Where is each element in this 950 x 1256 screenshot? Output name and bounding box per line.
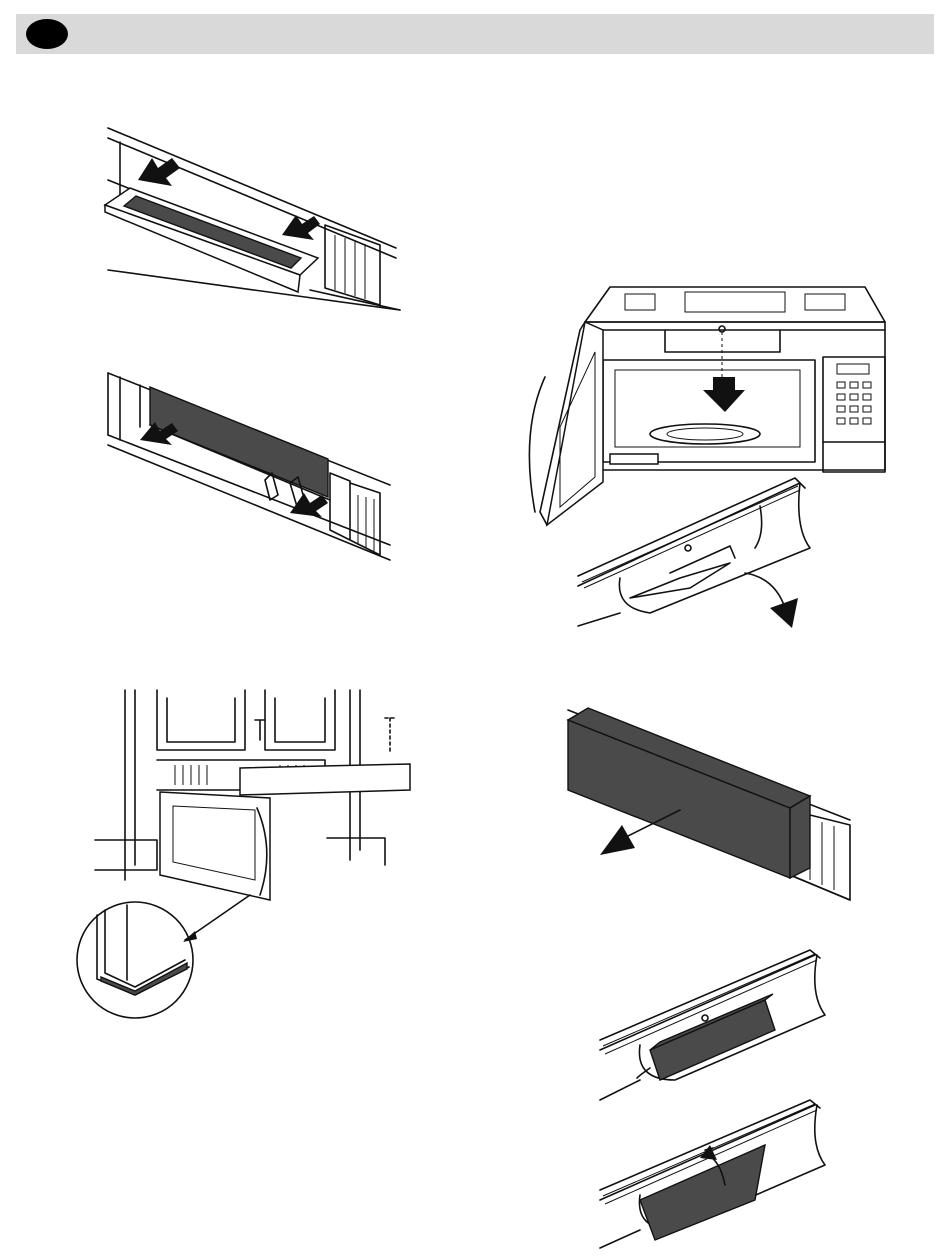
vent-grille-open-illustration	[570, 478, 810, 633]
grease-filter-removal-illustration	[100, 120, 400, 320]
grille-close-illustration	[595, 1100, 830, 1250]
section-header-bar	[16, 14, 934, 54]
cabinet-mounting-illustration	[95, 690, 425, 890]
section-marker-icon	[26, 19, 68, 49]
door-edge-detail-illustration	[75, 895, 265, 1030]
charcoal-filter-pull-illustration	[560, 700, 850, 905]
charcoal-filter-insert-illustration	[595, 950, 830, 1105]
filter-compartment-illustration	[100, 365, 400, 575]
